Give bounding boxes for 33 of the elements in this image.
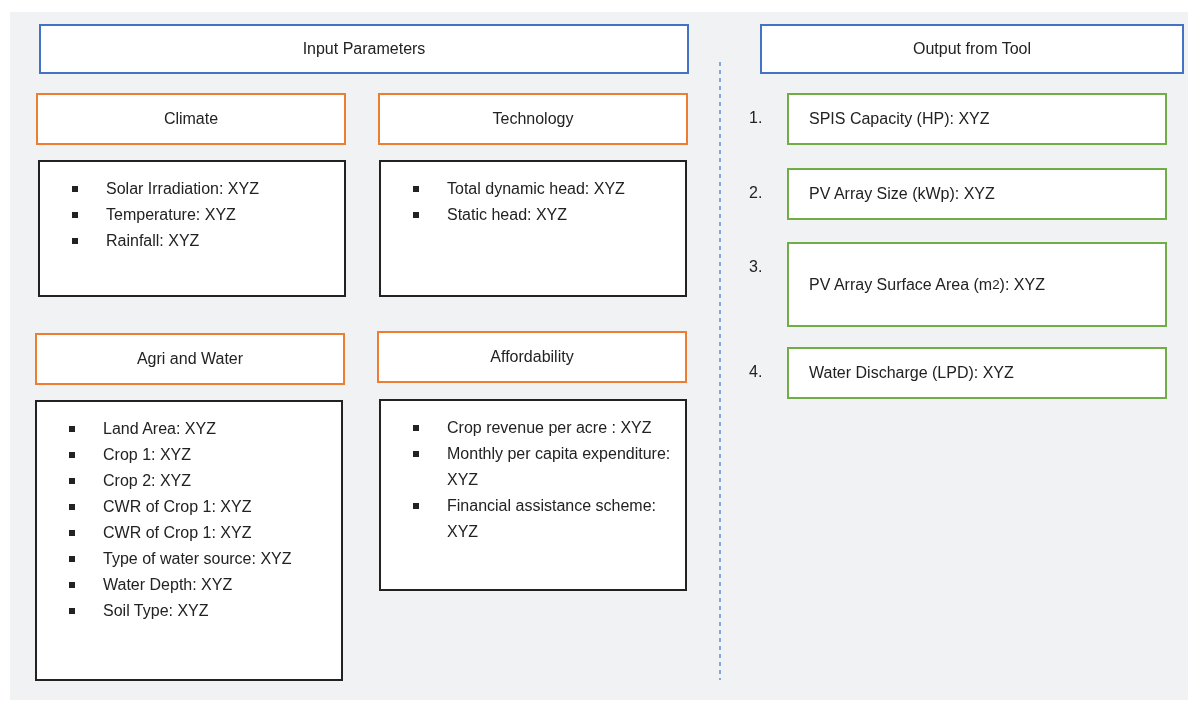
list-item: CWR of Crop 1: XYZ xyxy=(103,524,252,541)
item-number: 3. xyxy=(749,258,763,276)
category-box: Climate xyxy=(36,93,346,145)
list-item: CWR of Crop 1: XYZ xyxy=(103,498,252,515)
item-number: 1. xyxy=(749,109,763,127)
output-box: PV Array Size (kWp): XYZ xyxy=(787,168,1167,220)
parameter-list-box xyxy=(35,400,343,681)
parameter-list-box xyxy=(379,160,687,297)
list-item: Monthly per capita expenditure: XYZ xyxy=(447,445,671,488)
list-item: Static head: XYZ xyxy=(447,206,568,223)
list-item: Crop 1: XYZ xyxy=(103,446,192,463)
list-item: Crop revenue per acre : XYZ xyxy=(447,419,652,436)
list-item: Land Area: XYZ xyxy=(103,420,216,437)
list-item: Temperature: XYZ xyxy=(106,206,236,223)
list-item: Water Depth: XYZ xyxy=(103,576,233,593)
list-item: Crop 2: XYZ xyxy=(103,472,192,489)
output-box: SPIS Capacity (HP): XYZ xyxy=(787,93,1167,145)
list-item: Rainfall: XYZ xyxy=(106,232,200,249)
category-box: Affordability xyxy=(377,331,687,383)
output-box: Water Discharge (LPD): XYZ xyxy=(787,347,1167,399)
list-item: Soil Type: XYZ xyxy=(103,602,209,619)
section-header-box: Output from Tool xyxy=(760,24,1184,74)
parameter-list-box xyxy=(38,160,346,297)
category-box: Agri and Water xyxy=(35,333,345,385)
list-item: Type of water source: XYZ xyxy=(103,550,292,567)
item-number: 2. xyxy=(749,184,763,202)
list-item: Total dynamic head: XYZ xyxy=(447,180,625,197)
list-item: Financial assistance scheme: XYZ xyxy=(447,497,656,540)
section-header-box: Input Parameters xyxy=(39,24,689,74)
list-item: Solar Irradiation: XYZ xyxy=(106,180,259,197)
category-box: Technology xyxy=(378,93,688,145)
item-number: 4. xyxy=(749,363,763,381)
parameter-list-box xyxy=(379,399,687,591)
